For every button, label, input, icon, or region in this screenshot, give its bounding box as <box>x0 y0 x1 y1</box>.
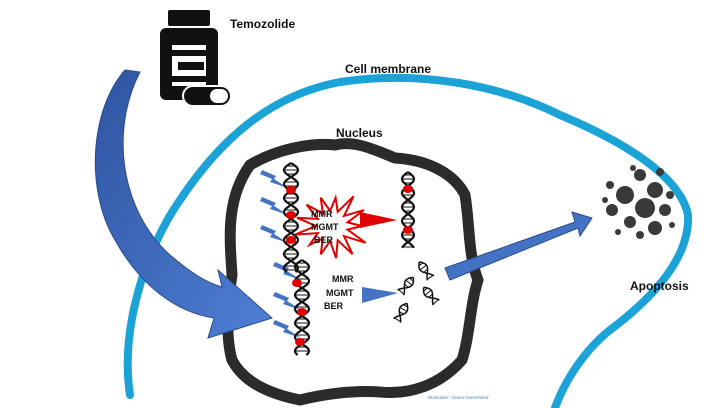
dna-lesion-mark <box>403 226 413 234</box>
repair-label-mmr-bottom: MMR <box>332 274 354 284</box>
dna-icon <box>400 171 416 249</box>
repair-fail-arrow-blue <box>362 287 398 303</box>
apoptotic-bodies <box>602 165 675 239</box>
dna-lesion-mark <box>286 211 296 219</box>
apoptosis-label: Apoptosis <box>630 279 689 293</box>
apoptotic-body <box>635 198 655 218</box>
cell-membrane <box>123 73 693 408</box>
dna-icon <box>397 276 415 296</box>
apoptotic-body <box>606 204 618 216</box>
apoptosis-arrow <box>444 211 593 281</box>
repair-label-mgmt-top: MGMT <box>311 222 339 232</box>
apoptotic-body <box>636 231 644 239</box>
dna-lesion-mark <box>297 308 307 316</box>
starburst-icon <box>294 193 367 259</box>
dna-icon <box>422 286 440 306</box>
cell-membrane-label: Cell membrane <box>345 62 431 76</box>
apoptotic-body <box>666 191 674 199</box>
lightning-bolt-icon <box>260 197 288 215</box>
apoptotic-body <box>602 197 608 203</box>
apoptotic-body <box>616 186 634 204</box>
repair-label-mmr-top: MMR <box>311 209 333 219</box>
lightning-bolt-icon <box>260 225 288 243</box>
nucleus-label: Nucleus <box>336 126 383 140</box>
lightning-bolt-icon <box>273 292 301 310</box>
repair-arrow-red <box>360 212 397 228</box>
repair-label-ber-top: BER <box>314 235 334 245</box>
lightning-bolt-icon <box>273 320 301 338</box>
apoptotic-body <box>647 182 663 198</box>
repair-labels-top: MMR MGMT BER <box>311 209 339 245</box>
dna-icon <box>293 259 311 356</box>
apoptotic-body <box>606 181 614 189</box>
nucleus-outline <box>222 138 484 406</box>
apoptotic-body <box>630 165 636 171</box>
capsule-icon <box>182 85 232 107</box>
apoptotic-body <box>648 221 662 235</box>
dna-icon <box>393 302 409 323</box>
drug-entry-arrow <box>94 69 273 339</box>
dna-lesion-mark <box>286 186 296 194</box>
apoptotic-body <box>615 229 621 235</box>
dna-lesion-mark <box>295 338 305 346</box>
dna-lesion-mark <box>292 279 302 287</box>
apoptotic-body <box>656 168 664 176</box>
dna-lesion-mark <box>403 185 413 193</box>
dna-icon <box>418 261 435 281</box>
lightning-bolt-icon <box>260 170 288 188</box>
drug-label: Temozolide <box>230 17 295 31</box>
repair-label-ber-bottom: BER <box>324 301 344 311</box>
illustration-credit: Illustration : Diana Daneshbod <box>428 395 489 400</box>
pill-bottle-icon <box>160 10 218 100</box>
apoptotic-body <box>669 222 675 228</box>
dna-lesion-mark <box>286 236 296 244</box>
apoptotic-body <box>659 204 671 216</box>
repair-labels-bottom: MMR MGMT BER <box>324 274 354 311</box>
apoptotic-body <box>624 216 636 228</box>
apoptotic-body <box>634 169 646 181</box>
repair-label-mgmt-bottom: MGMT <box>326 288 354 298</box>
